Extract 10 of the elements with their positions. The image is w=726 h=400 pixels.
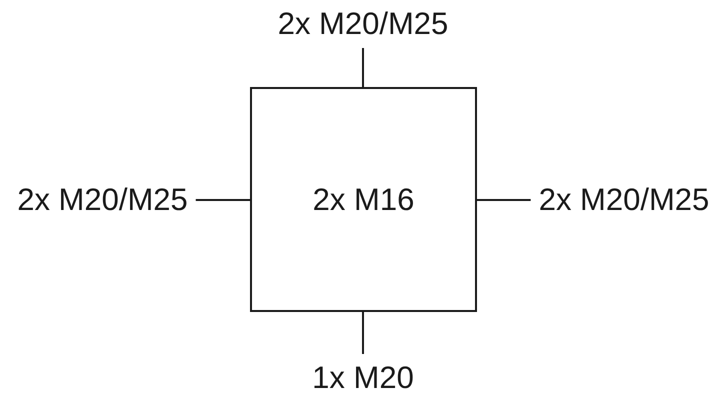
box-label: 2x M16: [312, 182, 414, 218]
enclosure-box: [250, 87, 477, 312]
leader-line: [362, 48, 364, 87]
cable-entry-label: 2x M20/M25: [538, 182, 710, 218]
cable-entry-label: 1x M20: [312, 360, 414, 396]
cable-entry-label: 2x M20/M25: [278, 6, 448, 42]
leader-line: [196, 199, 250, 201]
cable-entry-label: 2x M20/M25: [17, 182, 188, 218]
leader-line: [362, 312, 364, 354]
leader-line: [477, 199, 531, 201]
